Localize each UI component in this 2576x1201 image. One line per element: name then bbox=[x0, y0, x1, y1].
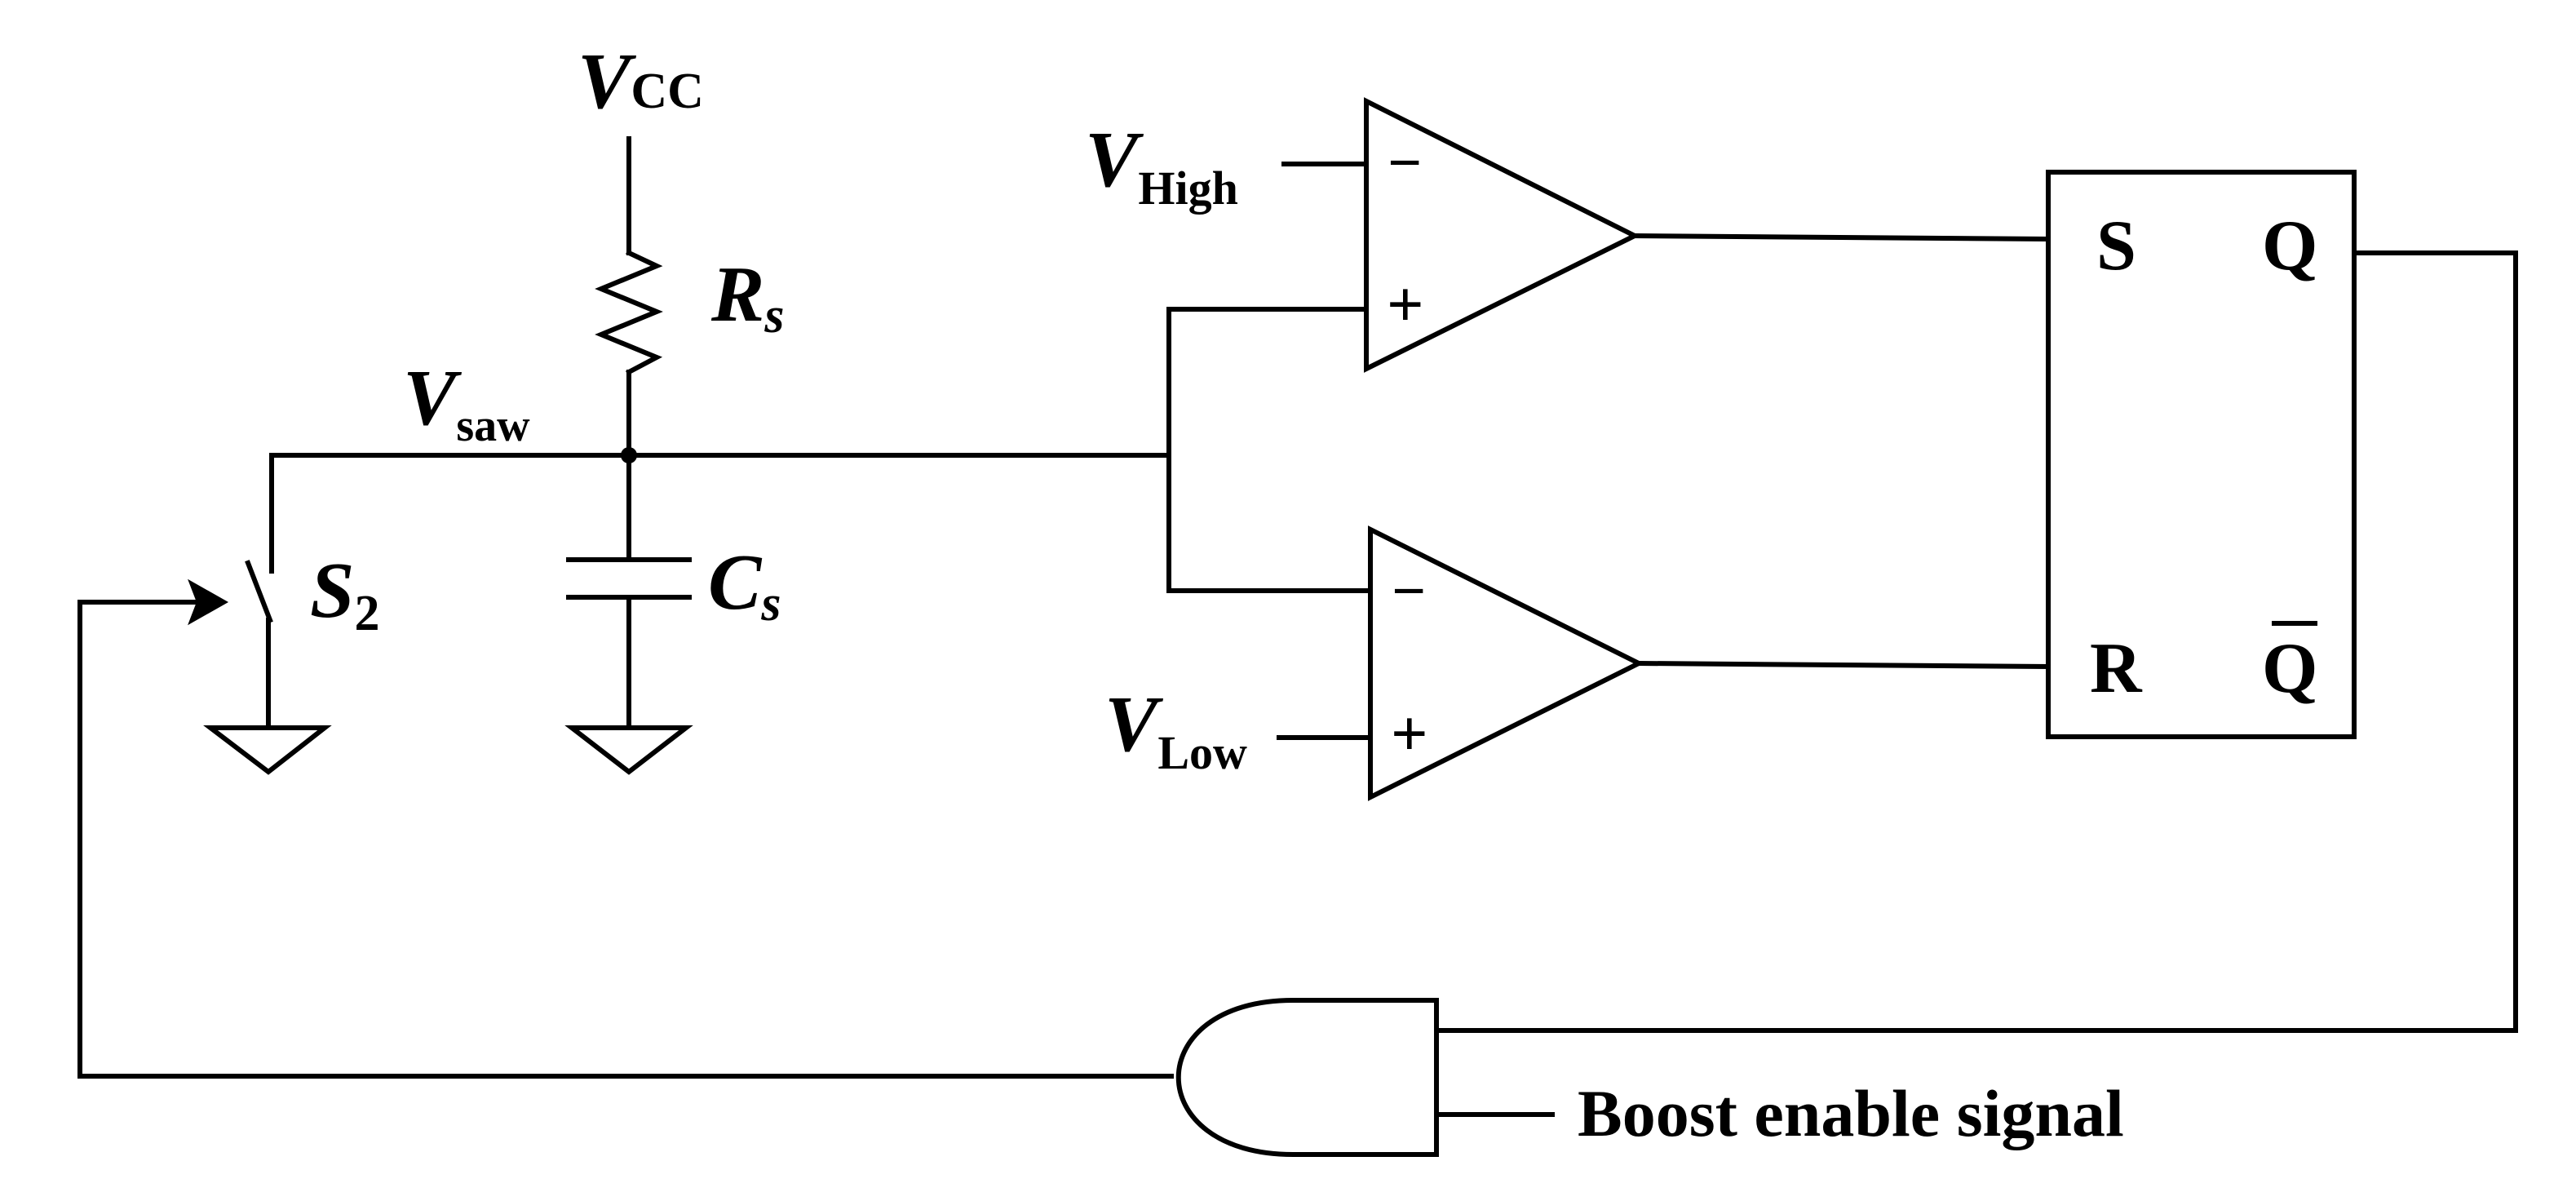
sr-latch-s-pin: S bbox=[2096, 206, 2136, 286]
ground-s2-icon bbox=[203, 725, 332, 775]
vsaw-node-wire bbox=[269, 453, 1171, 574]
comparator-upper-plus: + bbox=[1387, 269, 1424, 341]
comparator-lower-plus: + bbox=[1391, 698, 1428, 770]
boost-enable-label: Boost enable signal bbox=[1578, 1076, 2124, 1150]
comparator-lower bbox=[1368, 525, 1644, 801]
switch-s2-blade bbox=[245, 560, 273, 623]
q-feedback-wire bbox=[1434, 250, 2518, 1033]
rs-label: Rs bbox=[710, 250, 785, 343]
sr-latch bbox=[2046, 170, 2357, 739]
comparator-lower-minus: − bbox=[1392, 558, 1426, 625]
switch-control-arrow-icon bbox=[188, 578, 229, 626]
switch-control-wire bbox=[77, 600, 1174, 1079]
vcc-label: VCC bbox=[578, 38, 704, 126]
comparator-upper-minus: − bbox=[1388, 130, 1422, 197]
comparator-upper-output-wire bbox=[1631, 233, 2052, 242]
ground-cs-icon bbox=[564, 725, 693, 775]
resistor-rs bbox=[595, 250, 663, 376]
comparator-branch-wire bbox=[1166, 307, 1373, 593]
vhigh-label: VHigh bbox=[1085, 116, 1238, 215]
and-gate bbox=[1175, 998, 1439, 1157]
comparator-upper bbox=[1364, 97, 1640, 373]
sr-latch-qbar-pin: Q bbox=[2262, 629, 2317, 708]
sr-latch-q-pin: Q bbox=[2262, 206, 2317, 286]
s2-label: S2 bbox=[310, 547, 380, 641]
sr-latch-r-pin: R bbox=[2090, 629, 2143, 708]
cs-label: Cs bbox=[708, 538, 781, 632]
vsaw-label: Vsaw bbox=[403, 354, 530, 451]
comparator-lower-output-wire bbox=[1635, 660, 2052, 670]
vlow-label: VLow bbox=[1104, 680, 1247, 779]
